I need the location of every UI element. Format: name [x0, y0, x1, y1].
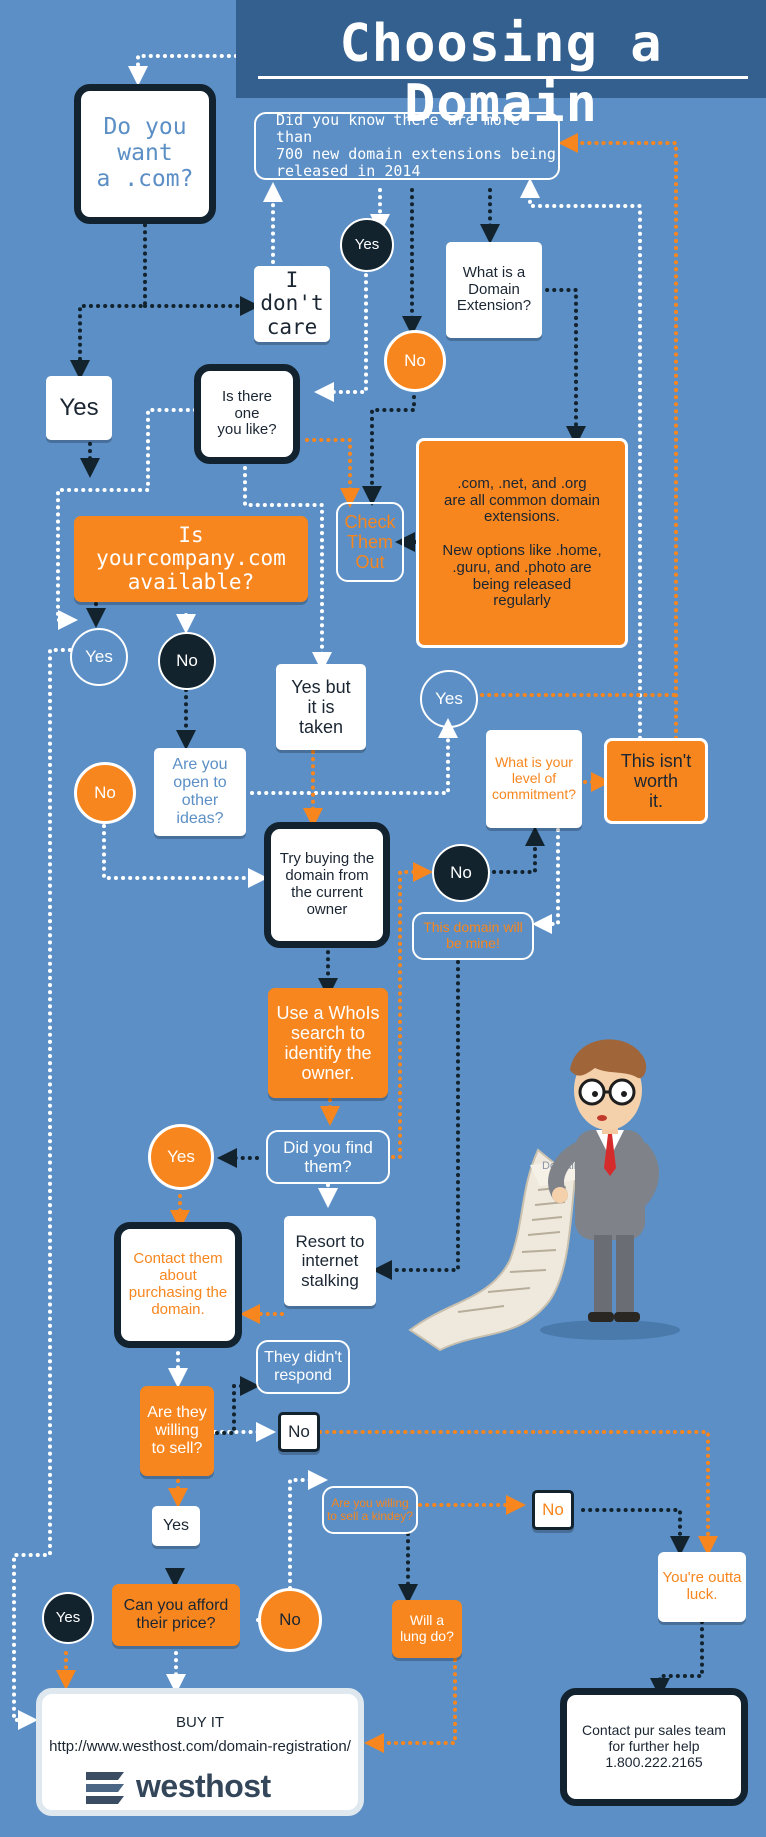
node-lung: Will a lung do? [392, 1600, 462, 1658]
node-yes-mid: Yes [420, 670, 478, 728]
westhost-logo: westhost [82, 1766, 322, 1808]
node-is-there-one: Is there one you like? [194, 364, 300, 464]
node-is-available: Is yourcompany.com available? [74, 516, 308, 602]
node-commitment: What is your level of commitment? [486, 730, 582, 828]
title-banner: Choosing a Domain [236, 0, 766, 134]
node-yes-but-taken: Yes but it is taken [276, 664, 366, 750]
node-no-sell: No [278, 1412, 320, 1452]
node-what-is-extension: What is a Domain Extension? [446, 242, 542, 338]
node-yes-available: Yes [70, 628, 128, 686]
node-no-kidney: No [532, 1490, 574, 1530]
node-whois-search: Use a WhoIs search to identify the owner… [268, 988, 388, 1098]
node-no-afford: No [258, 1588, 322, 1652]
node-yes-top: Yes [340, 218, 394, 272]
node-sell-kidney: Are you willing to sell a kindey? [322, 1486, 418, 1534]
title-underline [258, 76, 748, 79]
node-willing-to-sell: Are they willing to sell? [140, 1386, 214, 1476]
node-did-you-know: Did you know there are more than 700 new… [254, 112, 560, 180]
node-no-top: No [384, 330, 446, 392]
page-title: Choosing a Domain [339, 14, 663, 134]
node-afford-price: Can you afford their price? [112, 1584, 240, 1646]
node-no-available: No [158, 632, 216, 690]
node-no-commitment: No [432, 844, 490, 902]
node-outta-luck: You're outta luck. [658, 1552, 746, 1622]
node-extension-info: .com, .net, and .org are all common doma… [416, 438, 628, 648]
node-didnt-respond: They didn't respond [256, 1340, 350, 1394]
node-yes-found: Yes [148, 1124, 214, 1190]
buy-it-panel: BUY IT http://www.westhost.com/domain-re… [36, 1688, 364, 1816]
node-do-you-want-com: Do you want a .com? [74, 84, 216, 224]
westhost-wordmark: westhost [136, 1768, 271, 1804]
node-contact-sales: Contact pur sales team for further help … [560, 1688, 748, 1806]
buy-it-label: BUY IT [175, 1714, 225, 1731]
node-i-dont-care: I don't care [254, 266, 330, 342]
node-resort-stalking: Resort to internet stalking [284, 1216, 376, 1306]
node-no-open: No [74, 762, 136, 824]
man-reading-list-illustration: Domains [408, 1039, 680, 1352]
node-yes-sell: Yes [152, 1506, 200, 1546]
node-yes-afford: Yes [42, 1592, 94, 1644]
westhost-logo-icon [86, 1772, 124, 1804]
node-yes-left: Yes [46, 376, 112, 440]
node-not-worth-it: This isn't worth it. [604, 738, 708, 824]
buy-it-url[interactable]: http://www.westhost.com/domain-registrat… [49, 1738, 351, 1755]
node-try-buying: Try buying the domain from the current o… [264, 822, 390, 948]
node-check-them-out: Check Them Out [336, 502, 404, 582]
node-domain-will-be-mine: This domain will be mine! [412, 912, 534, 960]
node-open-to-ideas: Are you open to other ideas? [154, 748, 246, 836]
node-did-you-find: Did you find them? [266, 1130, 390, 1184]
node-contact-them: Contact them about purchasing the domain… [114, 1222, 242, 1348]
